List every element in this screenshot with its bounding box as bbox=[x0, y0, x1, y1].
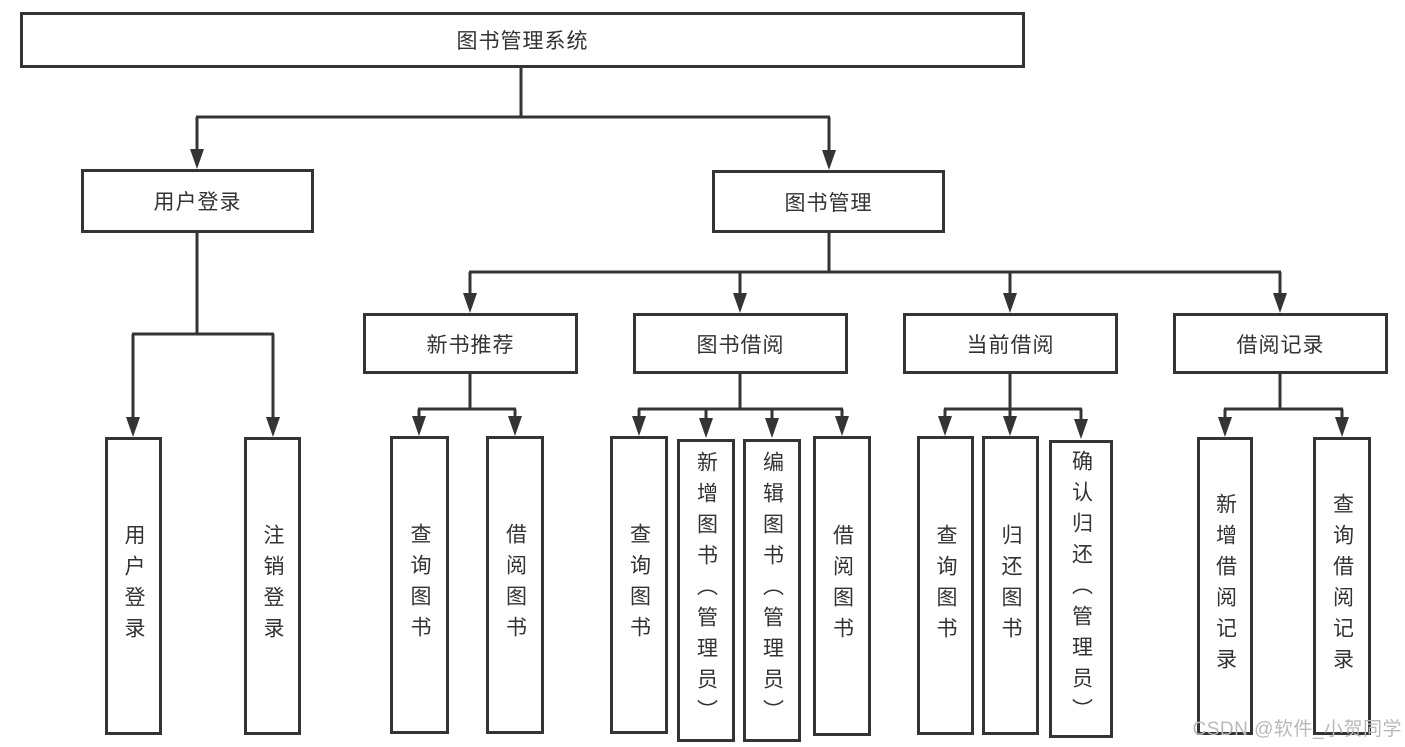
leaf-confirm-return-admin: 确认归还（管理员） bbox=[1049, 440, 1113, 738]
leaf-edit-book-admin: 编辑图书（管理员） bbox=[743, 439, 801, 742]
node-user-login: 用户登录 bbox=[81, 169, 314, 233]
leaf-logout: 注销登录 bbox=[244, 437, 301, 735]
leaf-query-books-recommend: 查询图书 bbox=[390, 436, 449, 734]
leaf-query-books-borrow: 查询图书 bbox=[610, 436, 668, 734]
leaf-query-borrow-record: 查询借阅记录 bbox=[1313, 437, 1371, 735]
node-book-borrow: 图书借阅 bbox=[633, 313, 848, 374]
leaf-query-books-current: 查询图书 bbox=[917, 436, 974, 735]
node-book-management: 图书管理 bbox=[712, 170, 945, 233]
csdn-watermark: CSDN @软件_小贺同学 bbox=[1192, 719, 1402, 740]
node-current-borrow: 当前借阅 bbox=[903, 313, 1118, 374]
leaf-borrow-books: 借阅图书 bbox=[813, 436, 871, 736]
node-new-book-recommend: 新书推荐 bbox=[363, 313, 578, 374]
leaf-user-login: 用户登录 bbox=[105, 437, 162, 735]
node-library-system: 图书管理系统 bbox=[20, 12, 1025, 68]
leaf-borrow-books-recommend: 借阅图书 bbox=[486, 436, 544, 734]
leaf-add-book-admin: 新增图书（管理员） bbox=[677, 439, 735, 742]
leaf-add-borrow-record: 新增借阅记录 bbox=[1197, 437, 1253, 735]
node-borrow-records: 借阅记录 bbox=[1173, 313, 1388, 374]
leaf-return-book: 归还图书 bbox=[982, 436, 1039, 735]
